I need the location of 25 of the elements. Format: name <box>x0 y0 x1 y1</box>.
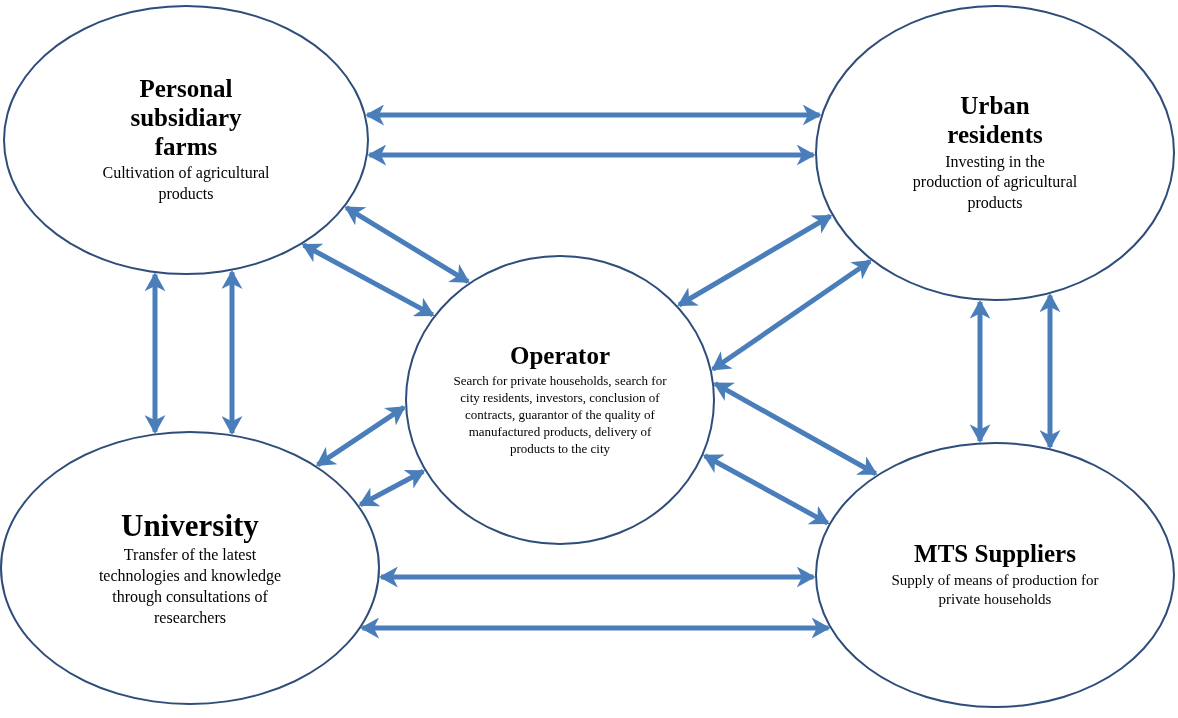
node-title: Personal subsidiary farms <box>129 75 243 162</box>
double-arrow <box>367 144 816 166</box>
double-arrow <box>365 104 822 126</box>
double-arrow <box>1039 293 1061 449</box>
double-arrow <box>315 405 406 467</box>
double-arrow <box>360 617 831 639</box>
node-title: Operator <box>510 342 610 372</box>
double-arrow <box>702 453 830 526</box>
double-arrow <box>677 213 833 308</box>
double-arrow <box>358 469 426 507</box>
node-description: Cultivation of agricultural products <box>101 163 271 205</box>
node-description: Search for private households, search for city residents, investors, conclusion of contracts, guarantor of the quality of manufactured products, delivery of products to the city <box>452 373 668 458</box>
double-arrow <box>711 259 872 372</box>
double-arrow <box>144 272 166 434</box>
node-title: MTS Suppliers <box>914 540 1076 569</box>
double-arrow <box>969 299 991 444</box>
node-description: Supply of means of production for private households <box>890 570 1100 610</box>
double-arrow <box>379 566 816 588</box>
double-arrow <box>301 242 435 318</box>
node-title: University <box>121 507 259 544</box>
double-arrow <box>713 381 878 476</box>
node-description: Transfer of the latest technologies and knowledge through consultations of researchers <box>97 545 283 628</box>
node-title: Urban residents <box>946 92 1044 150</box>
node-description: Investing in the production of agricultural products <box>911 151 1079 214</box>
double-arrow <box>344 205 470 284</box>
